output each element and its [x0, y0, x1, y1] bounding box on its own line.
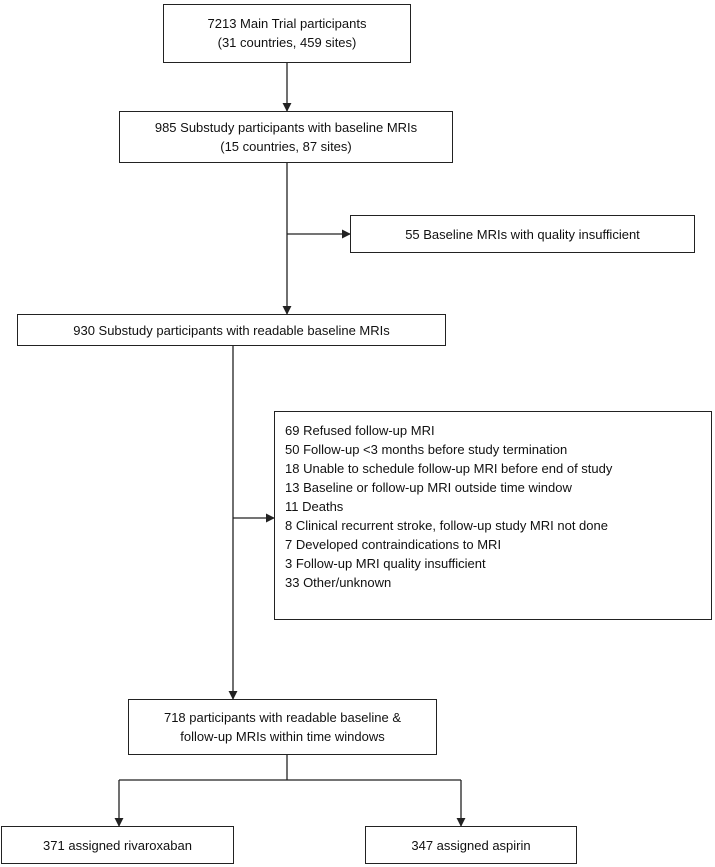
main-trial-line-2: (31 countries, 459 sites) — [217, 35, 357, 50]
readable-baseline-box: 930 Substudy participants with readable … — [17, 314, 446, 346]
aspirin-box: 347 assigned aspirin — [365, 826, 577, 864]
substudy-line-2: (15 countries, 87 sites) — [220, 139, 352, 154]
readable-followup-box: 718 participants with readable baseline … — [128, 699, 437, 755]
baseline-insufficient-box: 55 Baseline MRIs with quality insufficie… — [350, 215, 695, 253]
main-trial-line-1: 7213 Main Trial participants — [207, 16, 367, 31]
exclusion-item: 7 Developed contraindications to MRI — [285, 537, 502, 552]
readable-followup-line-1: 718 participants with readable baseline … — [163, 710, 402, 725]
exclusion-item: 69 Refused follow-up MRI — [285, 423, 435, 438]
rivaroxaban-line: 371 assigned rivaroxaban — [43, 838, 192, 853]
exclusions-box: 69 Refused follow-up MRI 50 Follow-up <3… — [274, 411, 712, 620]
substudy-line-1: 985 Substudy participants with baseline … — [154, 120, 418, 135]
rivaroxaban-box: 371 assigned rivaroxaban — [1, 826, 234, 864]
exclusion-item: 13 Baseline or follow-up MRI outside tim… — [285, 480, 572, 495]
aspirin-line: 347 assigned aspirin — [411, 838, 531, 853]
substudy-box: 985 Substudy participants with baseline … — [119, 111, 453, 163]
readable-baseline-line: 930 Substudy participants with readable … — [73, 323, 390, 338]
exclusion-item: 11 Deaths — [285, 499, 344, 514]
exclusion-item: 3 Follow-up MRI quality insufficient — [285, 556, 486, 571]
readable-followup-line-2: follow-up MRIs within time windows — [180, 729, 385, 744]
exclusion-item: 18 Unable to schedule follow-up MRI befo… — [285, 461, 613, 476]
exclusion-item: 33 Other/unknown — [285, 575, 392, 590]
exclusion-item: 8 Clinical recurrent stroke, follow-up s… — [285, 518, 608, 533]
exclusion-item: 50 Follow-up <3 months before study term… — [285, 442, 568, 457]
baseline-insufficient-line: 55 Baseline MRIs with quality insufficie… — [405, 227, 640, 242]
main-trial-box: 7213 Main Trial participants (31 countri… — [163, 4, 411, 63]
